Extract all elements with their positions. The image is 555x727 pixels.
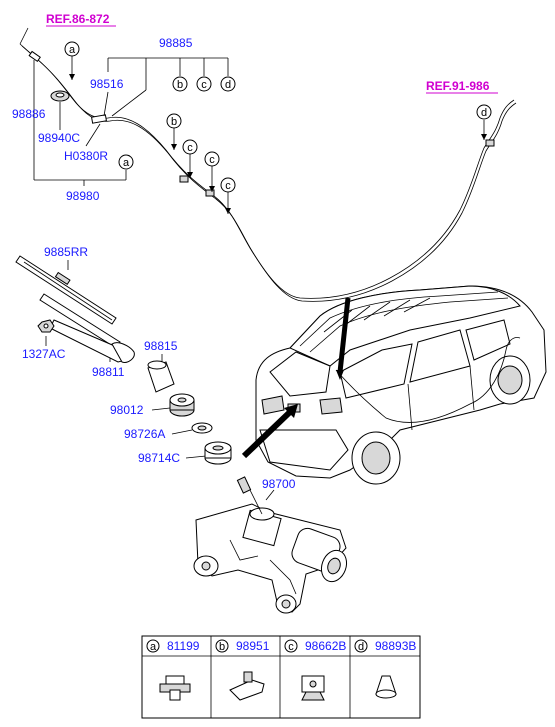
legend-cell-d[interactable]: d 98893B xyxy=(354,639,416,699)
grommet-98714c xyxy=(204,441,232,465)
leader-lines xyxy=(33,56,487,501)
label-98516[interactable]: 98516 xyxy=(90,77,124,91)
legend-letter-b: b xyxy=(219,641,225,653)
callout-a-right-label: a xyxy=(123,157,130,169)
legend-cell-b[interactable]: b 98951 xyxy=(215,639,270,701)
washer-hose xyxy=(19,27,517,302)
callout-c-hose-2-label: c xyxy=(209,154,215,166)
legend-part-c: 98662B xyxy=(305,639,346,653)
callout-c-top-label: c xyxy=(201,79,207,91)
legend-letter-a: a xyxy=(150,641,157,653)
pointer-arrows xyxy=(241,297,351,459)
ref-label-right[interactable]: REF.91-986 xyxy=(426,79,490,93)
callout-c-hose-1-label: c xyxy=(187,142,193,154)
callout-d-right xyxy=(476,104,492,120)
legend-cell-c[interactable]: c 98662B xyxy=(284,639,346,701)
part-labels: 98885 98516 98886 98940C H0380R 98980 98… xyxy=(12,36,296,491)
label-98885[interactable]: 98885 xyxy=(159,36,193,50)
nut-98012 xyxy=(169,393,195,417)
label-98980[interactable]: 98980 xyxy=(66,189,100,203)
legend-part-a: 81199 xyxy=(167,639,200,653)
label-98886[interactable]: 98886 xyxy=(12,107,46,121)
legend-letter-c: c xyxy=(288,641,294,653)
nut-1327ac xyxy=(37,319,55,333)
label-98815[interactable]: 98815 xyxy=(144,339,178,353)
washer-98726a xyxy=(191,422,213,434)
ref-label-left[interactable]: REF.86-872 xyxy=(46,12,110,26)
callout-c-hose-3 xyxy=(220,177,236,193)
grommet-98893b-icon xyxy=(375,675,397,699)
callout-d-right-label: d xyxy=(481,107,487,119)
label-h0380r[interactable]: H0380R xyxy=(64,149,108,163)
label-98811[interactable]: 98811 xyxy=(92,365,125,379)
clip-98951-icon xyxy=(229,671,265,701)
legend-part-d: 98893B xyxy=(375,639,416,653)
wiper-blade xyxy=(15,255,117,325)
callout-b-hose xyxy=(166,113,182,129)
clip-98662b-icon xyxy=(301,675,325,701)
wiper-arm xyxy=(39,293,135,363)
label-98726a[interactable]: 98726A xyxy=(124,427,165,441)
vehicle-illustration xyxy=(255,285,547,485)
callout-b-top xyxy=(172,76,188,92)
label-1327ac[interactable]: 1327AC xyxy=(22,347,66,361)
grommet-98940c xyxy=(50,90,70,102)
legend-table: a 81199 b 98951 c 98662B xyxy=(141,635,421,719)
label-98940c[interactable]: 98940C xyxy=(38,131,80,145)
callout-d-top-label: d xyxy=(225,79,231,91)
legend-letter-d: d xyxy=(358,641,364,653)
callout-a-right xyxy=(118,154,134,170)
callout-a-top-label: a xyxy=(69,44,76,56)
callout-b-hose-label: b xyxy=(171,116,177,128)
cap-98815 xyxy=(147,360,175,393)
callout-a-top xyxy=(64,41,80,57)
clip-81199-icon xyxy=(159,675,191,701)
label-9885rr[interactable]: 9885RR xyxy=(44,245,88,259)
legend-part-b: 98951 xyxy=(236,639,270,653)
callout-c-hose-3-label: c xyxy=(225,180,231,192)
callout-c-hose-2 xyxy=(204,151,220,167)
callout-b-top-label: b xyxy=(177,79,183,91)
callout-c-top xyxy=(196,76,212,92)
callout-circles: a b c d a b c c c d xyxy=(64,41,492,193)
label-98700[interactable]: 98700 xyxy=(262,477,296,491)
legend-cell-a[interactable]: a 81199 xyxy=(146,639,200,701)
label-98012[interactable]: 98012 xyxy=(110,403,144,417)
wiper-motor xyxy=(193,476,348,614)
callout-d-top xyxy=(220,76,236,92)
label-98714c[interactable]: 98714C xyxy=(138,451,180,465)
callout-c-hose-1 xyxy=(182,139,198,155)
